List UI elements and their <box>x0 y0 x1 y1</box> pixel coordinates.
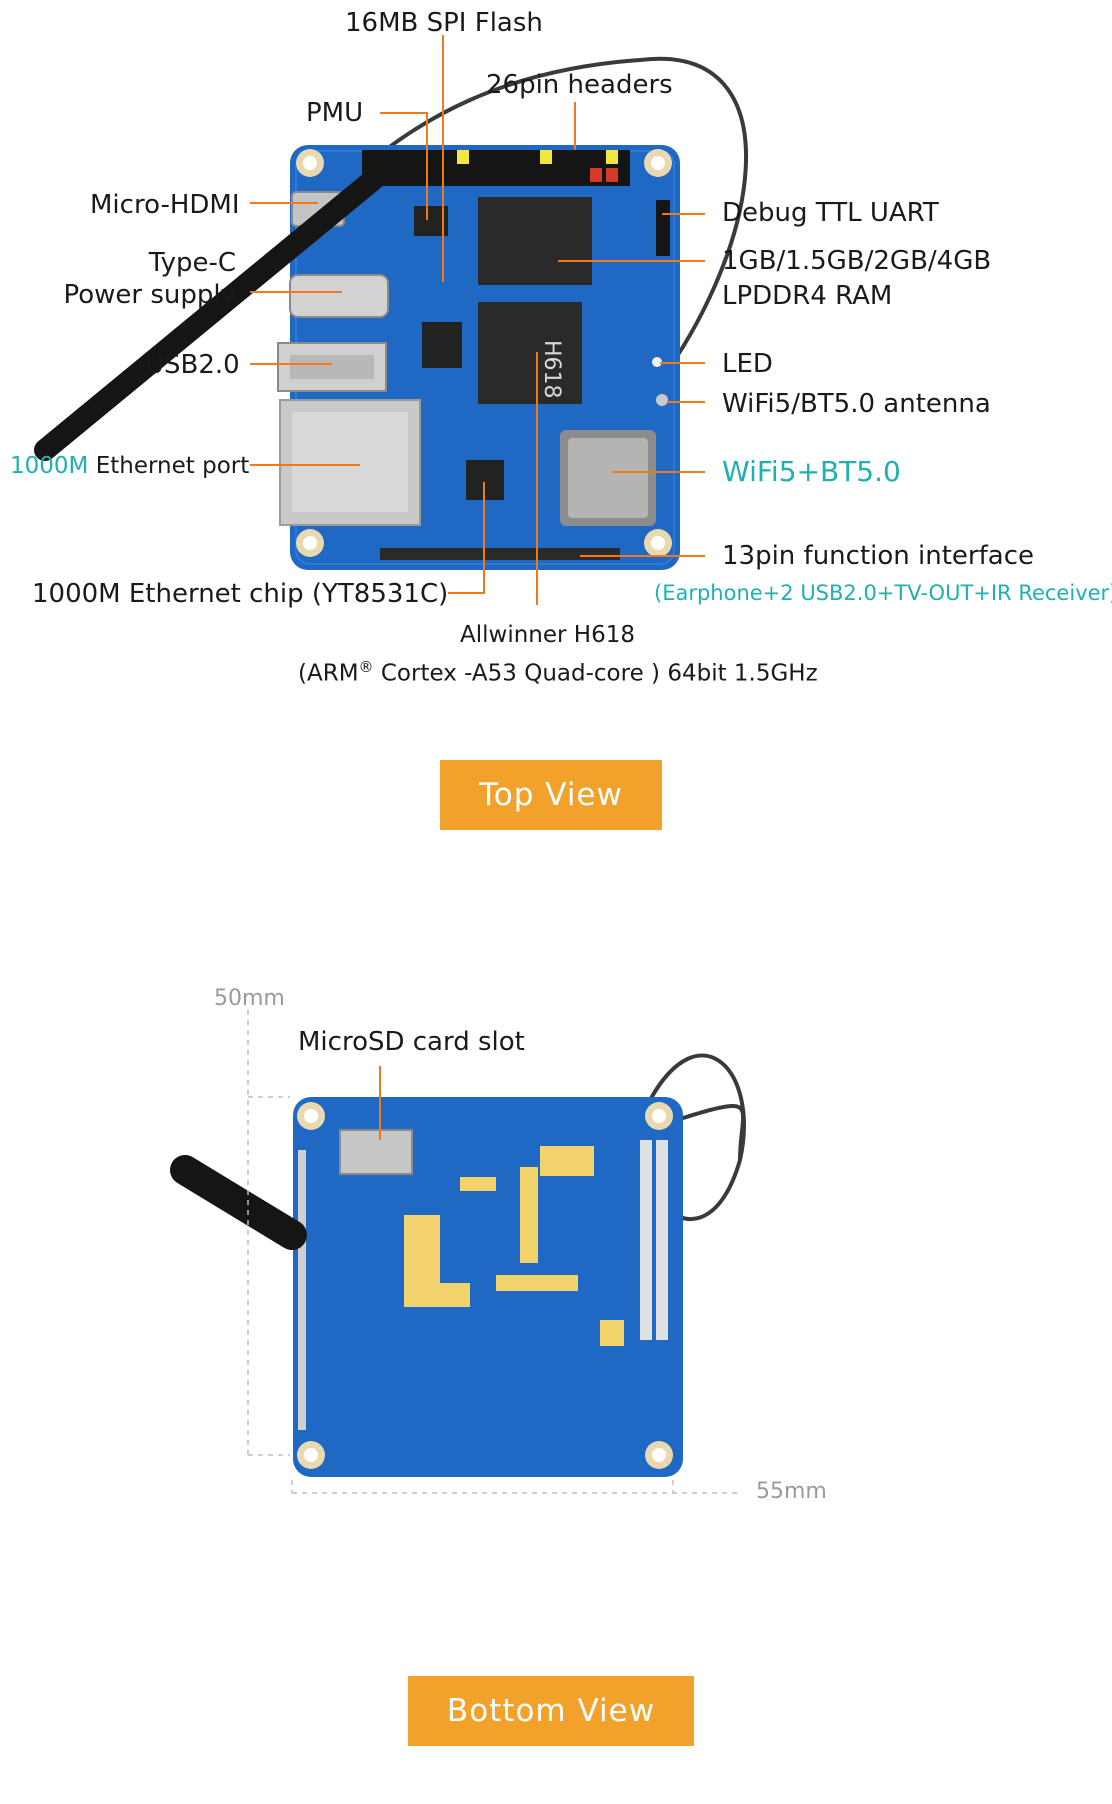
label-ethernet-port-text: Ethernet port <box>88 453 250 479</box>
ram-chip <box>478 197 592 285</box>
antenna-cable <box>358 56 748 402</box>
label-wifi-module: WiFi5+BT5.0 <box>722 455 901 488</box>
label-usb: USB2.0 <box>145 350 240 380</box>
label-debug-uart: Debug TTL UART <box>722 198 939 228</box>
soc-chip <box>478 302 582 404</box>
bottom-pcb <box>293 1097 683 1477</box>
label-soc-line2: (ARM® Cortex -A53 Quad-core ) 64bit 1.5G… <box>298 652 818 689</box>
top-board: H618 <box>34 35 748 605</box>
label-typec-line2: Power supply <box>63 280 236 310</box>
label-ram-line1: 1GB/1.5GB/2GB/4GB <box>722 246 992 276</box>
label-soc-arm: (ARM <box>298 660 359 687</box>
label-soc-reg: ® <box>358 658 374 676</box>
label-ethernet-port-speed: 1000M <box>10 453 89 479</box>
label-antenna: WiFi5/BT5.0 antenna <box>722 389 991 419</box>
label-pin-headers: 26pin headers <box>486 70 673 100</box>
label-micro-hdmi: Micro-HDMI <box>90 190 240 220</box>
bottom-board <box>170 1010 746 1494</box>
top-view-button[interactable]: Top View <box>440 760 662 830</box>
label-width-dimension: 55mm <box>756 1479 827 1504</box>
label-led: LED <box>722 349 773 379</box>
typec-port <box>289 274 389 318</box>
pin-header-13 <box>380 548 620 560</box>
label-soc-core: Cortex -A53 Quad-core ) 64bit 1.5GHz <box>373 660 818 687</box>
label-function-interface-sub: (Earphone+2 USB2.0+TV-OUT+IR Receiver) <box>654 581 1112 605</box>
label-microsd-slot: MicroSD card slot <box>298 1027 525 1057</box>
top-leader-lines <box>250 35 705 605</box>
label-pmu: PMU <box>306 98 364 128</box>
bottom-view-button[interactable]: Bottom View <box>408 1676 694 1746</box>
label-ethernet-chip: 1000M Ethernet chip (YT8531C) <box>32 579 449 609</box>
label-soc-line1: Allwinner H618 <box>460 622 635 648</box>
uart-pins <box>656 200 670 256</box>
pin-header-26 <box>362 150 630 186</box>
dimension-lines <box>247 1010 740 1494</box>
svg-text:H618: H618 <box>539 340 564 399</box>
led <box>652 357 662 367</box>
microsd-slot <box>339 1129 413 1175</box>
antenna-connector <box>656 394 668 406</box>
label-function-interface: 13pin function interface <box>722 541 1034 571</box>
external-antenna <box>34 159 396 461</box>
label-height-dimension: 50mm <box>214 986 285 1011</box>
spi-flash-chip <box>422 322 462 368</box>
label-spi-flash: 16MB SPI Flash <box>345 8 543 38</box>
label-ethernet-port: 1000M Ethernet port <box>10 451 249 481</box>
label-ram-line2: LPDDR4 RAM <box>722 281 893 311</box>
label-typec-line1: Type-C <box>148 248 236 278</box>
